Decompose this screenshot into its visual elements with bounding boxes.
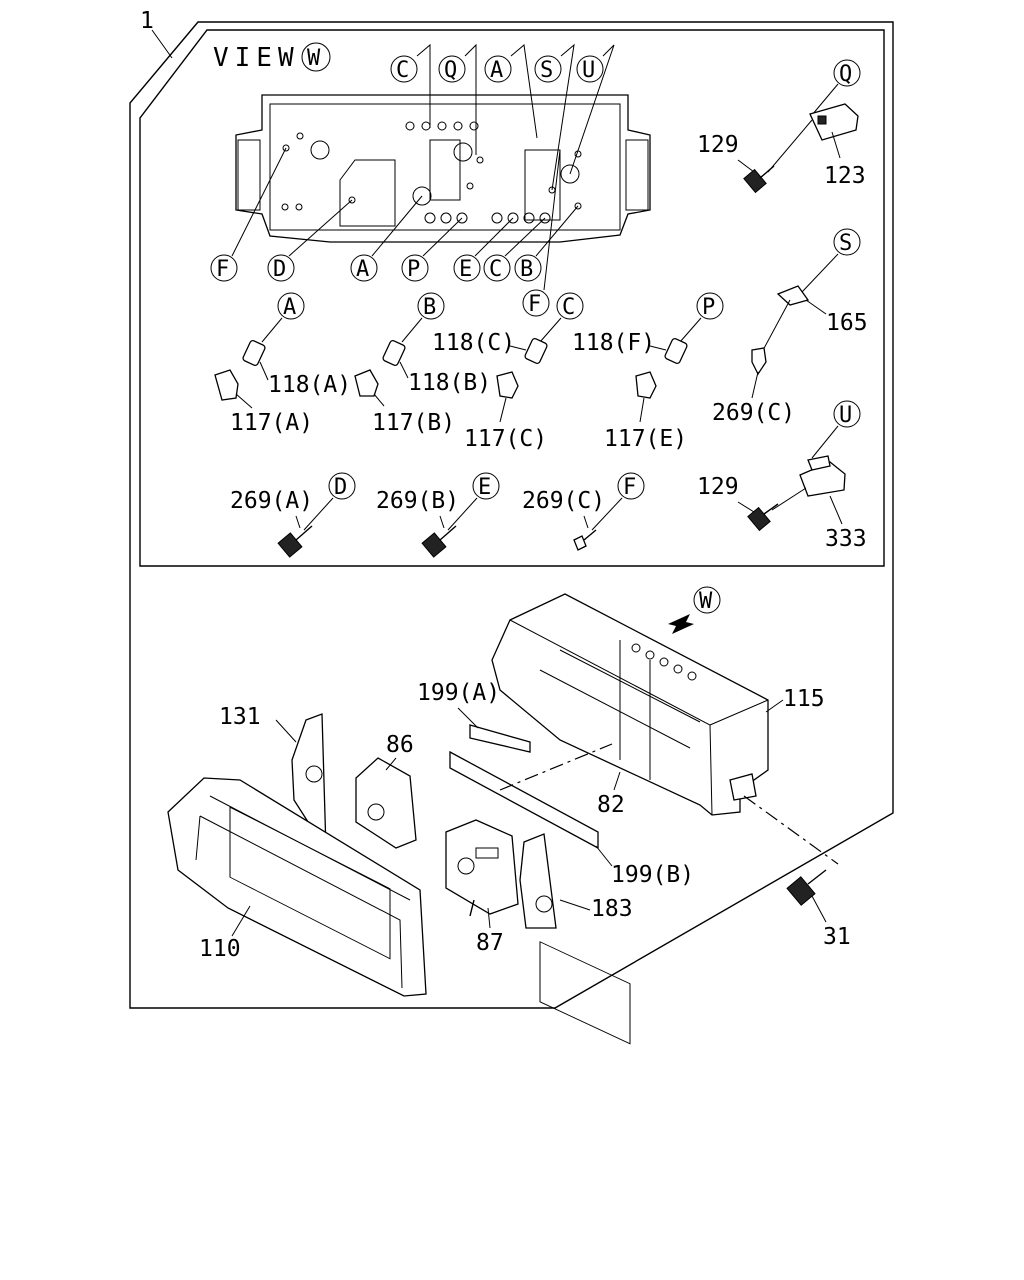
svg-text:F: F [528, 292, 541, 317]
svg-text:86: 86 [386, 732, 414, 758]
svg-text:118(C): 118(C) [432, 330, 515, 356]
part-group-u: U 129 333 [697, 400, 867, 552]
svg-text:199(B): 199(B) [611, 862, 694, 888]
svg-text:183: 183 [591, 896, 633, 922]
tachometer-87: 87 [445, 819, 519, 956]
svg-text:C: C [562, 295, 575, 320]
view-arrow-w: W [668, 586, 721, 634]
centerline-31 [743, 795, 839, 865]
lens-bezel-110: 110 [167, 777, 427, 997]
svg-text:110: 110 [199, 936, 241, 962]
svg-text:U: U [582, 58, 595, 83]
svg-text:123: 123 [824, 163, 866, 189]
svg-text:118(A): 118(A) [268, 372, 351, 398]
svg-text:F: F [623, 475, 636, 500]
svg-text:129: 129 [697, 474, 739, 500]
leader-115 [765, 699, 784, 713]
screw-31: 31 [786, 869, 851, 950]
svg-text:S: S [540, 58, 553, 83]
svg-text:U: U [839, 403, 852, 428]
cluster-rear-view [235, 94, 651, 243]
svg-text:W: W [699, 589, 713, 614]
svg-text:C: C [396, 58, 409, 83]
bulb-callouts: A B C P [261, 292, 724, 343]
svg-text:199(A): 199(A) [417, 680, 500, 706]
svg-text:131: 131 [219, 704, 261, 730]
bottom-callouts: F D A P E C B F [210, 147, 579, 317]
svg-text:E: E [478, 475, 491, 500]
svg-text:C: C [489, 257, 502, 282]
centerline-board [499, 743, 613, 791]
speedometer-86: 86 [355, 732, 417, 849]
top-callouts: C Q A S U [390, 43, 615, 191]
bulbs-118: 118(A) 118(B) 118(C) 118(F) [242, 330, 688, 398]
svg-text:117(A): 117(A) [230, 410, 313, 436]
svg-text:117(C): 117(C) [464, 426, 547, 452]
svg-text:F: F [216, 257, 229, 282]
svg-text:A: A [490, 58, 503, 83]
svg-text:P: P [407, 257, 420, 282]
svg-text:269(C): 269(C) [712, 400, 795, 426]
assembly-leader [151, 29, 173, 59]
svg-text:165: 165 [826, 310, 868, 336]
leader-82 [613, 771, 621, 791]
view-circle-label: W [301, 42, 331, 72]
svg-text:31: 31 [823, 924, 851, 950]
part-group-q: Q 129 123 [697, 59, 866, 194]
svg-text:Q: Q [444, 58, 457, 83]
svg-text:129: 129 [697, 132, 739, 158]
svg-text:A: A [283, 295, 296, 320]
board-199a: 199(A) [417, 680, 531, 753]
svg-text:W: W [307, 46, 321, 71]
svg-text:269(A): 269(A) [230, 488, 313, 514]
assembly-frame [129, 21, 894, 1009]
svg-text:117(E): 117(E) [604, 426, 687, 452]
svg-text:117(B): 117(B) [372, 410, 455, 436]
sockets-117: 117(A) 117(B) 117(C) 117(E) [214, 369, 687, 452]
svg-text:P: P [702, 295, 715, 320]
svg-text:118(B): 118(B) [408, 370, 491, 396]
svg-text:E: E [459, 257, 472, 282]
assembly-number: 1 [140, 8, 154, 34]
svg-text:87: 87 [476, 930, 504, 956]
board-199b: 199(B) [449, 750, 694, 888]
gauge-183: 183 [519, 833, 633, 929]
view-title: VIEW [213, 43, 300, 73]
svg-text:A: A [356, 257, 369, 282]
label-82: 82 [597, 792, 625, 818]
svg-text:S: S [839, 231, 852, 256]
svg-text:B: B [520, 257, 533, 282]
gauge-face-131: 131 [219, 704, 327, 853]
svg-text:D: D [273, 257, 286, 282]
svg-text:Q: Q [839, 62, 852, 87]
cluster-case-115 [491, 593, 769, 1045]
label-115: 115 [783, 686, 825, 712]
svg-text:B: B [423, 295, 436, 320]
part-group-s: S 165 269(C) [712, 228, 868, 426]
svg-text:269(C): 269(C) [522, 488, 605, 514]
svg-text:118(F): 118(F) [572, 330, 655, 356]
svg-text:269(B): 269(B) [376, 488, 459, 514]
svg-text:333: 333 [825, 526, 867, 552]
view-frame [139, 29, 885, 567]
svg-text:D: D [334, 475, 347, 500]
screws-269: 269(A) 269(B) 269(C) D E F [230, 472, 645, 558]
